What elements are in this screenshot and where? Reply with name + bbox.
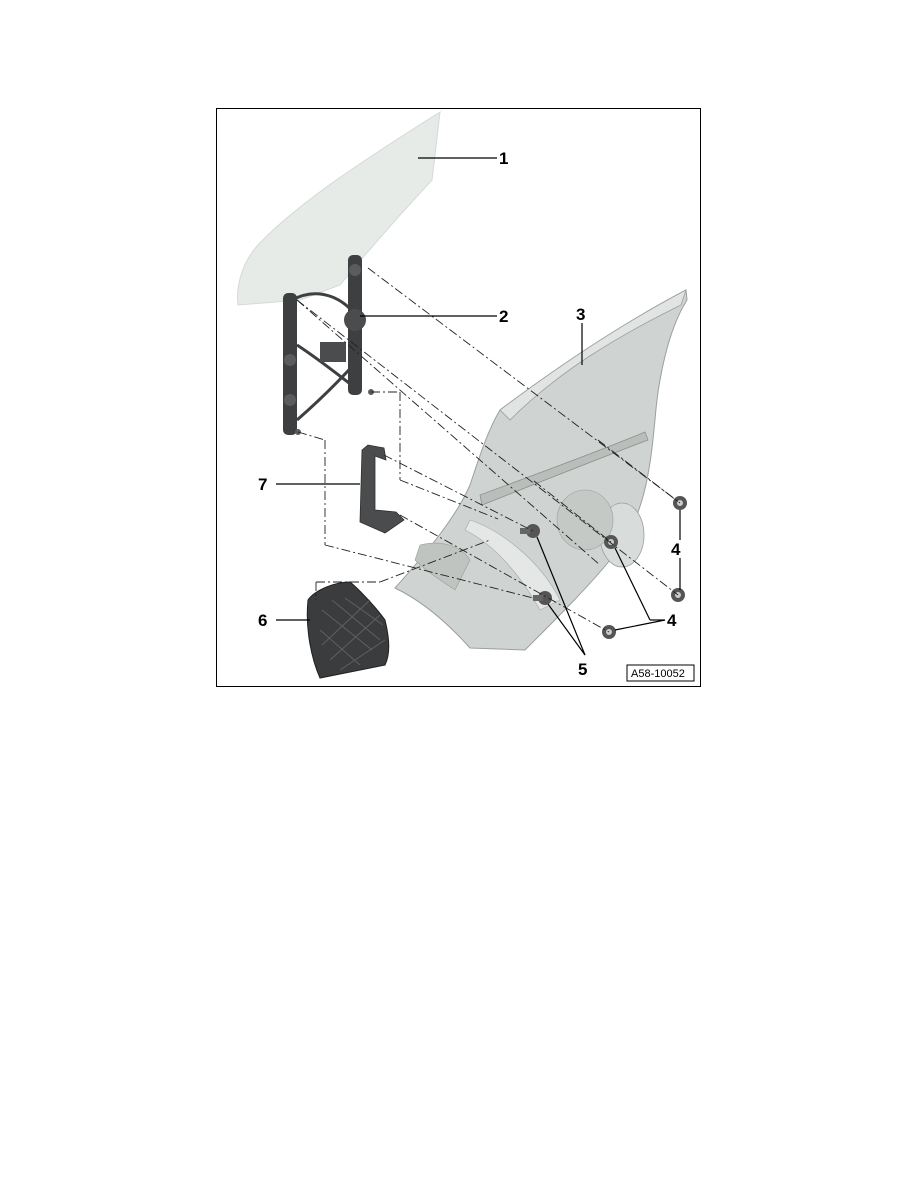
callout-4-lower: 4 — [667, 611, 677, 630]
callout-4-upper: 4 — [671, 540, 681, 559]
window-regulator — [283, 255, 374, 435]
bolt-5-upper — [520, 524, 540, 538]
reference-code: A58-10052 — [631, 668, 685, 680]
callout-1: 1 — [499, 149, 508, 168]
callout-7: 7 — [258, 475, 267, 494]
callout-3: 3 — [576, 305, 585, 324]
door-cover-pad — [306, 581, 390, 679]
callout-6: 6 — [258, 611, 267, 630]
callout-2: 2 — [499, 307, 508, 326]
callout-5: 5 — [578, 660, 587, 679]
bolt-5-lower — [533, 591, 552, 605]
door-shell — [394, 289, 688, 651]
reference-code-box: A58-10052 — [626, 664, 695, 682]
window-glass — [237, 111, 441, 306]
alignment-lines — [296, 267, 681, 633]
leader-lines — [276, 157, 681, 656]
regulator-bracket — [359, 444, 405, 534]
